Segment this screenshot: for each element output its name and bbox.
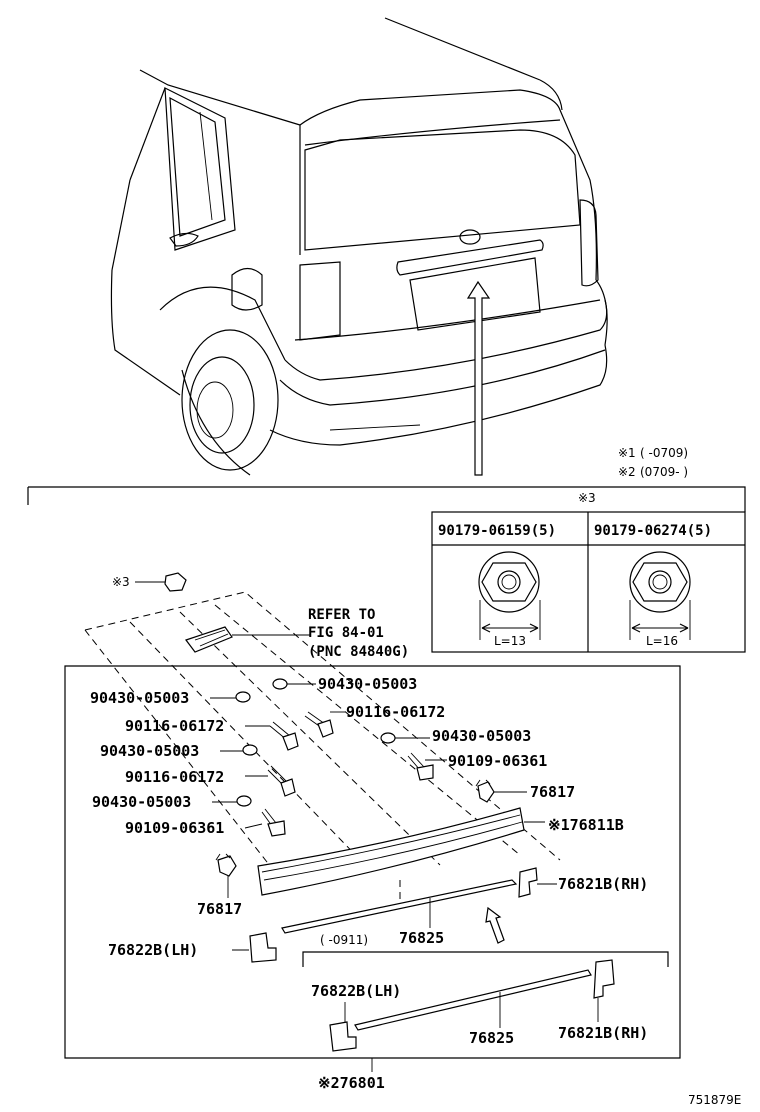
part-90109-a: 90109-06361 [448,752,547,770]
clip-icon [215,853,237,877]
pad-icon [249,932,277,963]
nut-icon [629,551,691,613]
mark3-top: ※3 [112,575,130,589]
clip-icon [475,779,495,803]
part-90116-c: 90116-06172 [125,768,224,786]
garnish-icon [257,807,525,896]
part-90430-d: 90430-05003 [100,742,199,760]
arrow-up-icon [466,280,491,476]
nut-length-left: L=13 [494,634,526,648]
part-90430-e: 90430-05003 [92,793,191,811]
assembly-frame [64,665,681,1059]
part-76825-b: 76825 [469,1029,514,1047]
part-76811b: ※176811B [548,816,624,834]
washer-icon [272,678,288,690]
note3-mark: ※3 [578,491,596,505]
range-0911: ( -0911) [320,933,368,947]
washer-icon [235,691,251,703]
car-rear-illustration [110,17,608,476]
nut-header-right: 90179-06274(5) [594,523,712,539]
license-lamp-icon [185,626,233,653]
bolt-icon [261,808,286,837]
refer-line3: (PNC 84840G) [308,644,409,660]
part-76817-b: 76817 [197,900,242,918]
bolt-icon [407,752,434,781]
note2-range: (0709- ) [640,465,688,479]
refer-line2: FIG 84-01 [308,625,384,641]
refer-line1: REFER TO [308,607,375,623]
nut-header-left: 90179-06159(5) [438,523,556,539]
bolt-icon [304,711,334,738]
part-76821b-rh-a: 76821B(RH) [558,875,648,893]
figure-id: 751879E [688,1093,741,1107]
bolt-icon [269,721,299,751]
part-76801: ※276801 [318,1074,385,1092]
part-76817-a: 76817 [530,783,575,801]
part-76825-a: 76825 [399,929,444,947]
range-bracket [302,951,669,967]
pad-icon [329,1021,357,1052]
washer-icon [242,744,258,756]
part-76822b-lh-a: 76822B(LH) [108,941,198,959]
note1-range: ( -0709) [640,446,688,460]
part-90430-c: 90430-05003 [432,727,531,745]
washer-icon [380,732,396,744]
molding-icon [354,969,592,1031]
nut-table: ※3 90179-06159(5) 90179-06274(5) L=13 L=… [431,491,746,653]
pad-icon [518,867,538,898]
note2-mark: ※2 [618,465,636,479]
part-90430-b: 90430-05003 [90,689,189,707]
bolt-icon [267,765,296,797]
part-90430-a: 90430-05003 [318,675,417,693]
nut-icon [164,572,187,592]
nut-length-right: L=16 [646,634,678,648]
note1-mark: ※1 [618,446,636,460]
molding-icon [281,879,518,934]
arrow-up-icon [485,906,505,944]
part-76821b-rh-b: 76821B(RH) [558,1024,648,1042]
part-90116-b: 90116-06172 [125,717,224,735]
part-90109-b: 90109-06361 [125,819,224,837]
pad-icon [593,959,615,999]
nut-icon [478,551,540,613]
frame-top [27,486,746,512]
washer-icon [236,795,252,807]
part-90116-a: 90116-06172 [346,703,445,721]
part-76822b-lh-b: 76822B(LH) [311,982,401,1000]
